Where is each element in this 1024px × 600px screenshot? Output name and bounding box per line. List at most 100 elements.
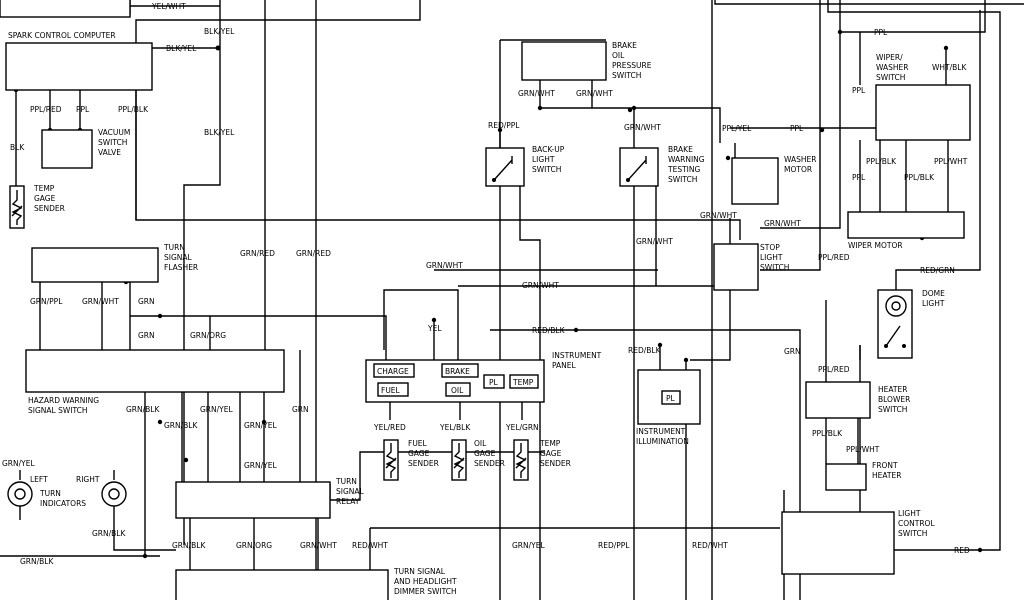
label: SWITCH [876, 73, 905, 82]
charge-box [373, 363, 415, 378]
label: SWITCH [760, 263, 789, 272]
label: GRN [138, 297, 155, 306]
label: GRN/BLK [92, 529, 126, 538]
label: TURN [335, 477, 357, 486]
wiper-washer-switch [875, 84, 971, 141]
label: RED/PPL [598, 541, 630, 550]
label: GRN [784, 347, 801, 356]
label: BLOWER [878, 395, 910, 404]
label: GRN/BLK [20, 557, 54, 566]
label: RED/PPL [488, 121, 520, 130]
label: WHT/BLK [932, 63, 967, 72]
label: GRN [292, 405, 309, 414]
label: LEFT [30, 475, 48, 484]
label: SENDER [34, 204, 65, 213]
turn-signal-relay [175, 481, 331, 519]
label: CHARGE [377, 367, 409, 376]
label: OIL [451, 386, 464, 395]
label: SWITCH [668, 175, 697, 184]
front-heater [825, 463, 867, 491]
label: LIGHT [922, 299, 945, 308]
hazard-warning-switch [25, 349, 285, 393]
label: GRN/RED [296, 249, 331, 258]
label: PPL/WHT [934, 157, 968, 166]
label: FUEL [381, 386, 401, 395]
label: BRAKE [612, 41, 637, 50]
label: PPL/RED [818, 365, 850, 374]
label: BLK [10, 143, 25, 152]
label: PPL/RED [818, 253, 850, 262]
label: SPARK CONTROL COMPUTER [8, 31, 116, 40]
components [0, 0, 971, 600]
label: DIMMER SWITCH [394, 587, 457, 596]
label: TESTING [667, 165, 700, 174]
label: PPL/BLK [118, 105, 149, 114]
label: GRN/ORG [190, 331, 226, 340]
label: GRN/WHT [624, 123, 661, 132]
label: LIGHT [898, 509, 921, 518]
label: AND HEADLIGHT [394, 577, 457, 586]
label: YEL/GRN [505, 423, 539, 432]
label: RED/BLK [532, 326, 566, 335]
label: BLK/YEL [204, 27, 235, 36]
label: PPL [874, 28, 888, 37]
label: GRN/YEL [512, 541, 545, 550]
label: PPL [852, 173, 866, 182]
pl-box-2 [661, 390, 681, 405]
light-control-switch [781, 511, 895, 575]
label: YEL/WHT [151, 2, 186, 11]
heater-blower-switch [805, 381, 871, 419]
label: GRN/BLK [126, 405, 160, 414]
label: RED/WHT [692, 541, 728, 550]
label: PPL/BLK [866, 157, 897, 166]
label: SIGNAL [336, 487, 365, 496]
label: PPL/WHT [846, 445, 880, 454]
label: CONTROL [898, 519, 935, 528]
label: GRN/WHT [426, 261, 463, 270]
label: PPL/YEL [722, 124, 752, 133]
label: PPL/BLK [904, 173, 935, 182]
label: GAGE [474, 449, 496, 458]
label: PPL/BLK [812, 429, 843, 438]
label: GRN/YEL [200, 405, 233, 414]
label: GRN/WHT [576, 89, 613, 98]
label: WIPER/ [876, 53, 903, 62]
wiper-motor [847, 211, 965, 239]
temp-box [509, 374, 539, 389]
brake-oil-switch [521, 41, 607, 81]
turn-signal-flasher [31, 247, 159, 283]
label: GRN/PPL [30, 297, 63, 306]
label: LIGHT [760, 253, 783, 262]
label: HEATER [872, 471, 901, 480]
label: WASHER [876, 63, 909, 72]
washer-motor [731, 157, 779, 205]
label: HEATER [878, 385, 907, 394]
label: GRN/BLK [164, 421, 198, 430]
vacuum-switch-valve [41, 129, 93, 169]
label: SENDER [540, 459, 571, 468]
label: TEMP [539, 439, 561, 448]
label: PPL [852, 86, 866, 95]
label: GRN/WHT [518, 89, 555, 98]
label: PL [489, 378, 499, 387]
label: GAGE [408, 449, 430, 458]
label: GRN/RED [240, 249, 275, 258]
label: GRN/YEL [2, 459, 35, 468]
label: RED/WHT [352, 541, 388, 550]
label: YEL/RED [373, 423, 406, 432]
label: BRAKE [445, 367, 470, 376]
label: GRN/YEL [244, 461, 277, 470]
stop-light-switch [713, 243, 759, 291]
label: MOTOR [784, 165, 812, 174]
label: BLK/YEL [166, 44, 197, 53]
label: INDICATORS [40, 499, 86, 508]
label: INSTRUMENT [552, 351, 602, 360]
label: PPL [76, 105, 90, 114]
brake-box [441, 363, 479, 378]
label: RED/BLK [628, 346, 662, 355]
label: TURN SIGNAL [393, 567, 446, 576]
label: BRAKE [668, 145, 693, 154]
label: HAZARD WARNING [28, 396, 99, 405]
